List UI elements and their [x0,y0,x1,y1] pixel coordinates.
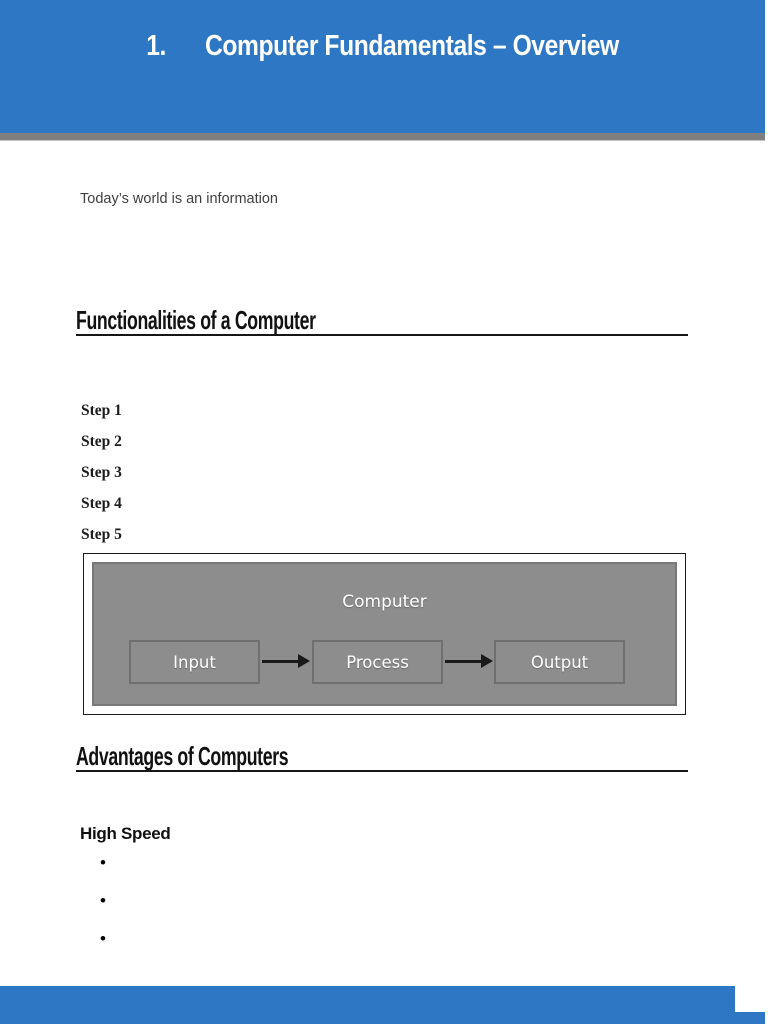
step-label: Step 4 [81,495,122,512]
diagram-title: Computer [342,592,427,612]
chapter-number: 1. [146,30,166,62]
arrow-head-icon [481,654,493,668]
section-heading-functionalities: Functionalities of a Computer [76,305,316,335]
chapter-header-banner: 1. Computer Fundamentals – Overview [0,0,765,133]
subheading-high-speed: High Speed [80,824,171,843]
steps-list: Step 1 Step 2 Step 3 Step 4 Step 5 [81,395,122,550]
page-footer-bar [0,986,765,1024]
diagram-node-input: Input [129,640,260,684]
page-number-box [735,986,765,1012]
step-label: Step 5 [81,526,122,543]
arrow-icon [262,660,299,663]
bullet-point: • [100,853,106,872]
arrow-head-icon [298,654,310,668]
bullet-point: • [100,891,106,910]
arrow-icon [445,660,482,663]
chapter-title: 1. Computer Fundamentals – Overview [57,30,707,63]
step-label: Step 3 [81,464,122,481]
section-heading-advantages: Advantages of Computers [76,741,289,771]
computer-diagram: Computer Input Process Output [83,553,686,715]
step-label: Step 1 [81,402,122,419]
heading-rule [76,334,688,336]
chapter-title-text: Computer Fundamentals – Overview [205,30,619,62]
heading-rule [76,770,688,772]
intro-paragraph: Today’s world is an information [80,191,278,207]
step-label: Step 2 [81,433,122,450]
diagram-node-output: Output [494,640,625,684]
diagram-node-process: Process [312,640,443,684]
bullet-point: • [100,929,106,948]
header-divider-bar [0,133,765,141]
diagram-gray-panel: Computer Input Process Output [92,562,677,706]
